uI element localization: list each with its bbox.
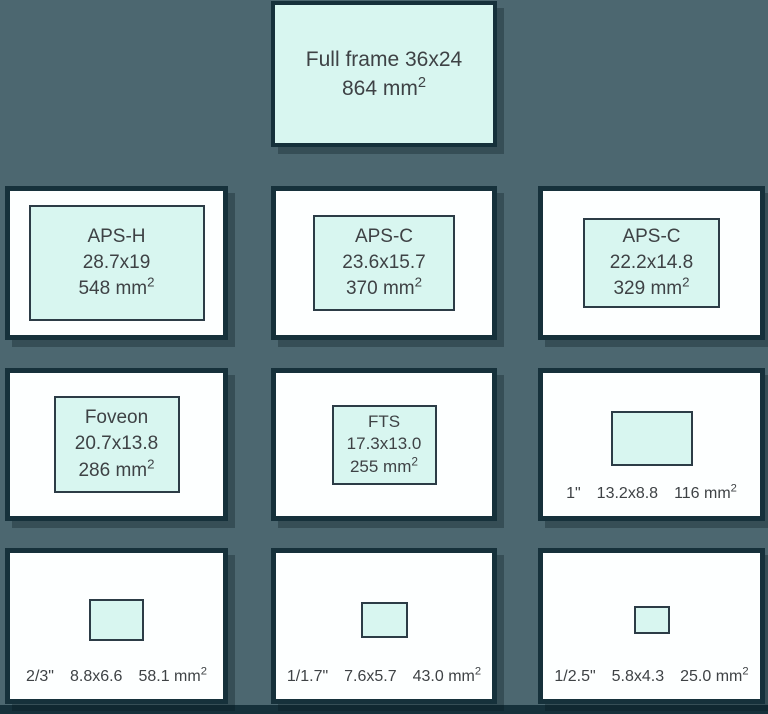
sensor-rect-foveon: Foveon 20.7x13.8 286 mm2 (53, 396, 180, 493)
card-aps-c-large: APS-C 23.6x15.7 370 mm2 (271, 186, 497, 340)
card-1-1-7-inch: 1/1.7" 7.6x5.7 43.0 mm2 (271, 548, 497, 704)
sensor-dims: 13.2x8.8 (596, 485, 659, 502)
sensor-name: Foveon (84, 407, 149, 429)
sensor-dims: 20.7x13.8 (74, 433, 159, 455)
sensor-rect-aps-c-small: APS-C 22.2x14.8 329 mm2 (583, 218, 720, 308)
sensor-rect-aps-h: APS-H 28.7x19 548 mm2 (28, 205, 205, 321)
sensor-dims: 17.3x13.0 (346, 434, 422, 454)
sensor-name: 1/1.7" (286, 668, 329, 685)
card-aps-h: APS-H 28.7x19 548 mm2 (5, 186, 228, 340)
sensor-zone (10, 553, 223, 668)
sensor-caption: 2/3" 8.8x6.6 58.1 mm2 (26, 665, 207, 699)
superscript: 2 (200, 665, 207, 678)
sensor-dims: 8.8x6.6 (69, 668, 123, 685)
sensor-name: APS-C (354, 225, 414, 247)
sensor-zone (543, 373, 760, 485)
sensor-name: APS-H (87, 225, 146, 247)
sensor-rect-1-inch (610, 410, 693, 466)
card-aps-c-small: APS-C 22.2x14.8 329 mm2 (538, 186, 765, 340)
sensor-dims: 28.7x19 (82, 251, 151, 273)
sensor-area: 58.1 mm2 (138, 665, 207, 685)
sensor-name: APS-C (622, 225, 681, 247)
sensor-caption: 1/1.7" 7.6x5.7 43.0 mm2 (286, 665, 482, 699)
superscript: 2 (682, 274, 690, 290)
sensor-dims: 5.8x4.3 (611, 668, 665, 685)
sensor-area: 25.0 mm2 (680, 665, 749, 685)
superscript: 2 (474, 665, 482, 678)
sensor-name: 1" (566, 485, 581, 502)
sensor-rect-aps-c-large: APS-C 23.6x15.7 370 mm2 (313, 215, 455, 311)
sensor-name: FTS (367, 412, 401, 432)
sensor-rect-1-2-5-inch (633, 605, 670, 634)
sensor-rect-2-3-inch (89, 598, 144, 641)
sensor-area: 286 mm2 (78, 456, 155, 481)
sensor-area: 43.0 mm2 (412, 665, 482, 685)
sensor-area: 864 mm2 (341, 75, 427, 100)
sensor-dims: 22.2x14.8 (609, 251, 694, 273)
sensor-dims: 7.6x5.7 (344, 668, 397, 685)
superscript: 2 (414, 274, 423, 290)
sensor-area: 329 mm2 (613, 274, 690, 300)
superscript: 2 (742, 665, 749, 678)
sensor-caption: 1" 13.2x8.8 116 mm2 (566, 482, 737, 516)
sensor-dims: 23.6x15.7 (342, 251, 426, 273)
superscript: 2 (147, 456, 155, 472)
sensor-area: 255 mm2 (349, 453, 419, 476)
superscript: 2 (417, 75, 427, 91)
sensor-caption: 1/2.5" 5.8x4.3 25.0 mm2 (554, 665, 749, 699)
sensor-zone (276, 553, 492, 668)
sensor-rect-fts: FTS 17.3x13.0 255 mm2 (331, 404, 437, 485)
superscript: 2 (730, 482, 737, 495)
sensor-area: 548 mm2 (78, 274, 155, 300)
sensor-name: Full frame 36x24 (305, 47, 463, 71)
superscript: 2 (147, 274, 155, 290)
bottom-edge-strip (0, 705, 768, 714)
card-foveon: Foveon 20.7x13.8 286 mm2 (5, 368, 228, 521)
sensor-name: 2/3" (26, 668, 54, 685)
sensor-name: 1/2.5" (554, 668, 596, 685)
card-fts: FTS 17.3x13.0 255 mm2 (271, 368, 497, 521)
card-1-inch: 1" 13.2x8.8 116 mm2 (538, 368, 765, 521)
sensor-area: 116 mm2 (674, 482, 737, 502)
card-full-frame: Full frame 36x24 864 mm2 (271, 1, 497, 147)
sensor-rect-1-1-7-inch (360, 601, 408, 638)
sensor-zone (543, 553, 760, 668)
superscript: 2 (411, 453, 419, 468)
card-1-2-5-inch: 1/2.5" 5.8x4.3 25.0 mm2 (538, 548, 765, 704)
card-2-3-inch: 2/3" 8.8x6.6 58.1 mm2 (5, 548, 228, 704)
sensor-area: 370 mm2 (345, 274, 423, 300)
